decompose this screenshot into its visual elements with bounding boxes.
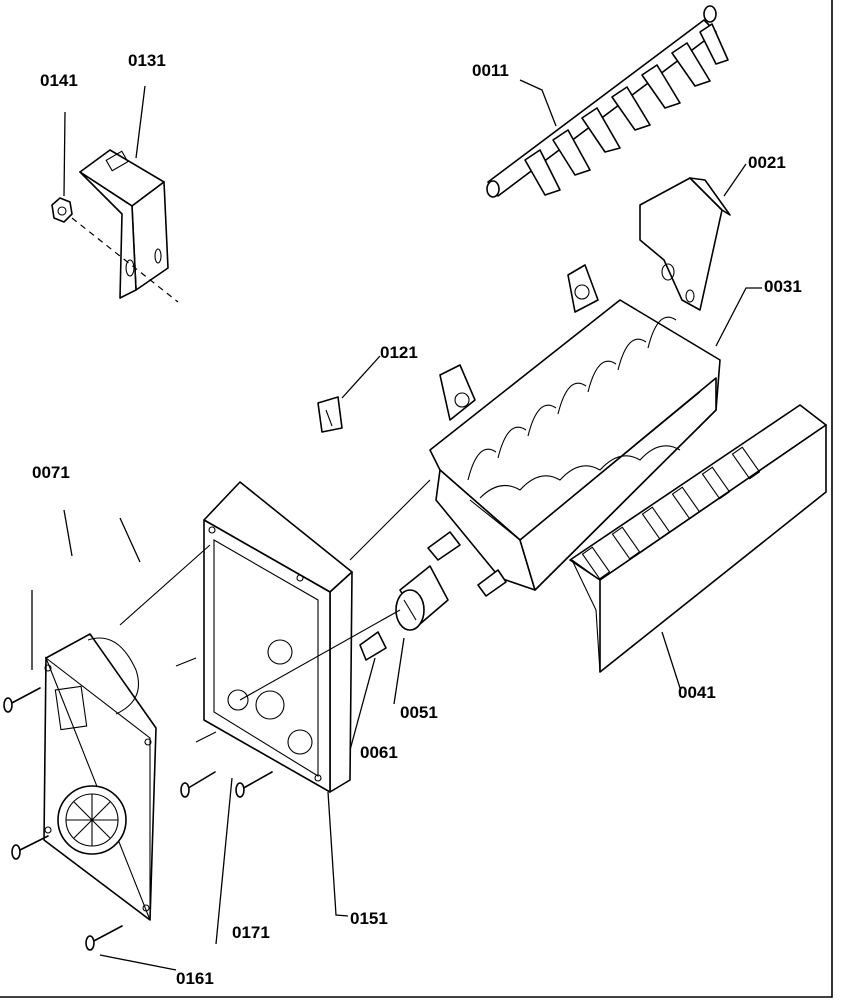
label-0161: 0161: [176, 969, 214, 988]
part-0011-ejector-shaft: [486, 5, 729, 198]
screw-0171: [235, 771, 273, 798]
part-0151-housing: [203, 481, 353, 793]
part-0021-stripper: [639, 177, 731, 311]
leader-lines: [31, 79, 762, 971]
screw-0161-c: [85, 925, 123, 951]
part-0071-drive-module: [43, 633, 157, 921]
label-0151: 0151: [350, 909, 388, 928]
part-0131-bracket: [79, 149, 169, 299]
part-0031-ice-mold: [429, 264, 721, 591]
label-0041: 0041: [678, 683, 716, 702]
part-0041-front-cover: [569, 404, 827, 673]
label-0061: 0061: [360, 743, 398, 762]
screw-0161-b: [11, 835, 49, 860]
part-0061-thermostat: [359, 631, 387, 661]
screw-0171-b: [180, 771, 216, 798]
label-0021: 0021: [748, 153, 786, 172]
screw-0161: [3, 687, 41, 713]
label-0121: 0121: [380, 343, 418, 362]
assembly-guide-lines: [119, 479, 431, 743]
label-0171: 0171: [232, 923, 270, 942]
label-0141: 0141: [40, 71, 78, 90]
label-0051: 0051: [400, 703, 438, 722]
label-0131: 0131: [128, 51, 166, 70]
part-0121-clip: [317, 396, 343, 433]
label-0031: 0031: [764, 277, 802, 296]
part-0141-nut: [51, 197, 179, 303]
label-0071: 0071: [32, 463, 70, 482]
part-0051-motor: [395, 531, 507, 631]
label-0011: 0011: [472, 61, 509, 80]
